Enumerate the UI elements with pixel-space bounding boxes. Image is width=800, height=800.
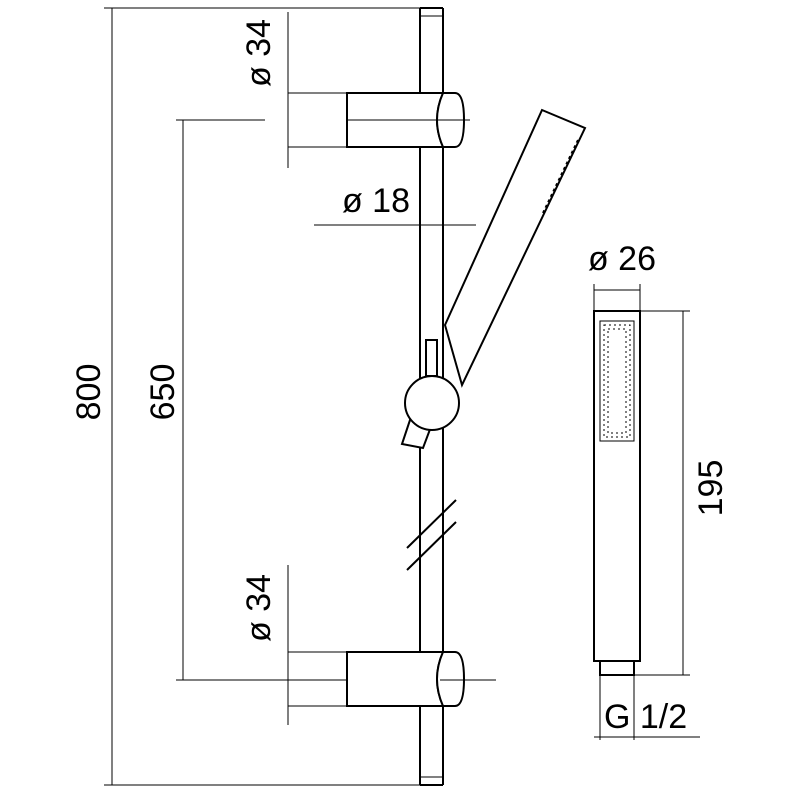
handshower-length-label: 195 (692, 460, 730, 517)
top-bracket-diameter-label: ø 34 (240, 19, 278, 87)
bracket-spacing-label: 650 (144, 364, 182, 421)
bracket-spacing-dimension: 650 (144, 119, 440, 681)
bar-diameter-label: ø 18 (342, 182, 410, 220)
handshower-diameter-label: ø 26 (588, 240, 656, 278)
bottom-wall-bracket (288, 651, 496, 707)
bottom-bracket-diameter-dimension: ø 34 (240, 565, 289, 725)
bottom-bracket-diameter-label: ø 34 (240, 574, 278, 642)
hand-shower-front-view (593, 310, 641, 676)
total-length-label: 800 (70, 364, 108, 421)
connection-thread-label: G 1/2 (604, 698, 687, 736)
bar-diameter-dimension: ø 18 (314, 182, 476, 226)
slider-holder (400, 339, 460, 450)
connector-nut (599, 660, 635, 676)
top-wall-bracket (288, 92, 470, 148)
handshower-diameter-dimension: ø 26 (588, 240, 656, 311)
handshower-length-dimension: 195 (634, 310, 730, 676)
slider-knob-icon (404, 375, 460, 431)
total-length-dimension: 800 (70, 7, 420, 786)
connection-thread-dimension: G 1/2 (594, 675, 700, 740)
hand-shower-side-view (443, 108, 587, 388)
rail-break-marks (406, 499, 457, 571)
spray-face-icon (599, 320, 635, 442)
top-bracket-diameter-dimension: ø 34 (240, 12, 289, 168)
